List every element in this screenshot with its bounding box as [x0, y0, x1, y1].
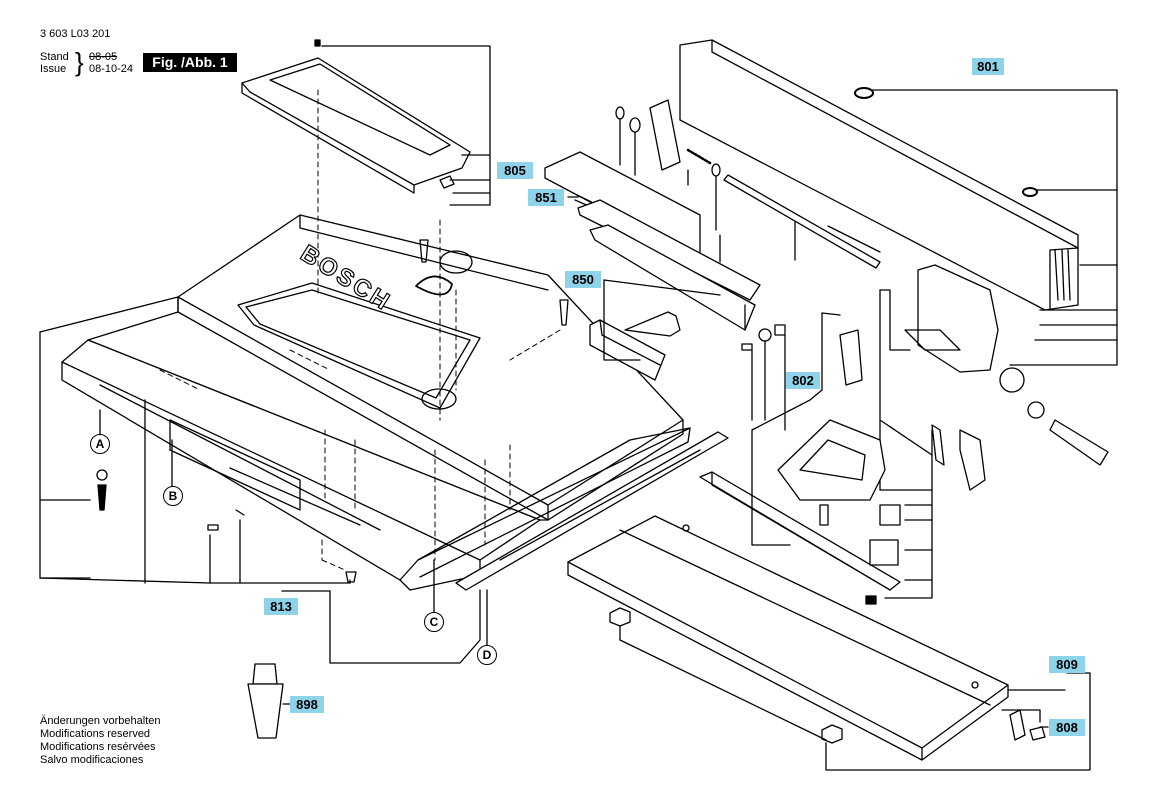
issue-label: Issue: [40, 63, 67, 75]
rip-fence-extrusion: [544, 151, 761, 331]
issue-value: 08-10-24: [89, 63, 134, 75]
note-de: Änderungen vorbehalten: [40, 715, 161, 727]
callout-809-leader: [825, 672, 1091, 771]
callout-813[interactable]: 813: [264, 598, 298, 615]
stand-label: Stand: [40, 51, 69, 63]
letter-c: C: [424, 612, 444, 632]
fence-clamp-knob: [589, 311, 681, 381]
callout-898[interactable]: 898: [290, 696, 324, 713]
stand-value: 08-05: [89, 51, 118, 63]
grease-tube: [247, 663, 293, 739]
callout-813-leader: [39, 331, 481, 664]
callout-801[interactable]: 801: [972, 58, 1004, 75]
assembly-dashed-lines: [159, 89, 561, 571]
callout-802[interactable]: 802: [786, 372, 820, 389]
callout-850-leader: [603, 279, 721, 361]
callout-851[interactable]: 851: [528, 189, 564, 206]
callout-809[interactable]: 809: [1049, 656, 1085, 673]
callout-850[interactable]: 850: [565, 271, 601, 288]
letter-d: D: [477, 645, 497, 665]
fence-assembly: [679, 39, 1079, 311]
mitre-gauge: [699, 329, 901, 605]
brace-icon: }: [75, 47, 84, 77]
front-rail-strips: [455, 431, 729, 591]
letter-a: A: [90, 434, 110, 454]
note-es: Salvo modificaciones: [40, 754, 144, 766]
callout-802-leader: [751, 312, 933, 599]
note-fr: Modifications resérvées: [40, 741, 156, 753]
figure-label: Fig. /Abb. 1: [143, 53, 237, 72]
callout-808[interactable]: 808: [1049, 719, 1085, 736]
table-insert: [241, 57, 471, 194]
document-number: 3 603 L03 201: [40, 28, 111, 40]
table-extension: [567, 515, 1009, 761]
table-top: [177, 214, 684, 521]
letter-b: B: [163, 486, 183, 506]
table-screws: [96, 39, 569, 583]
note-en: Modifications reserved: [40, 728, 151, 740]
callout-808-leader: [1009, 709, 1049, 741]
fence-lock-assembly: [904, 264, 1109, 491]
callout-805[interactable]: 805: [497, 162, 533, 179]
table-front-frame: [39, 296, 691, 591]
fence-small-parts: [615, 99, 796, 431]
callout-805-leader: [321, 45, 491, 206]
modification-notes: Änderungen vorbehalten Modifications res…: [40, 715, 160, 767]
letter-leaders: [99, 409, 488, 648]
